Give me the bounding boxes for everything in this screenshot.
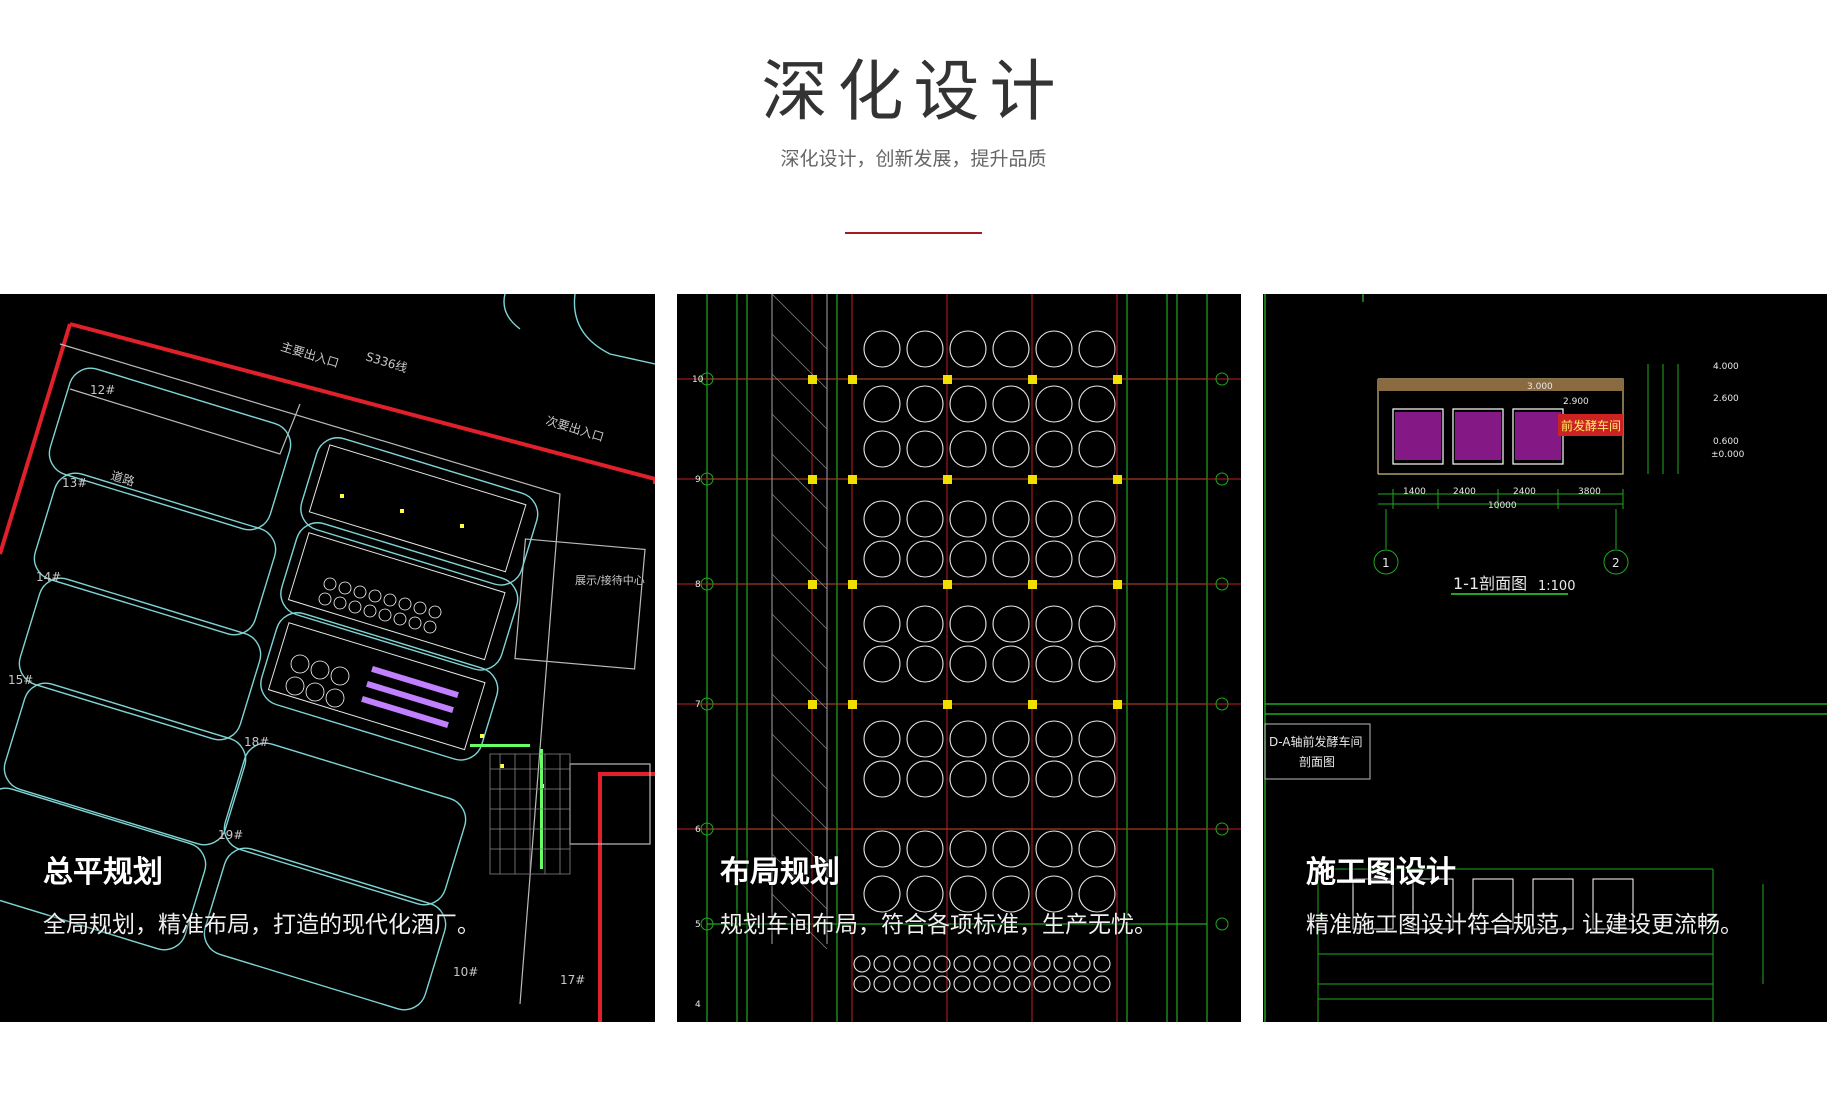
site-label-reception: 展示/接待中心 xyxy=(575,573,645,587)
construction-drawing: 前发酵车间 1-1剖面图 1:100 D-A轴前发酵车间 剖面图 1400 24… xyxy=(1264,294,1827,1022)
card-layout-plan-description: 规划车间布局，符合各项标准，生产无忧。 xyxy=(720,912,1157,938)
grid-axis-6: 6 xyxy=(695,825,701,835)
site-label-15: 15# xyxy=(8,673,33,687)
elev-2600: 2.600 xyxy=(1713,394,1739,404)
grid-axis-5: 5 xyxy=(695,920,701,930)
site-label-path: 道路 xyxy=(109,468,136,489)
workshop-label: 前发酵车间 xyxy=(1561,418,1621,433)
dim-1400: 1400 xyxy=(1403,487,1426,497)
dim-10000: 10000 xyxy=(1488,501,1517,511)
card-site-plan-title: 总平规划 xyxy=(43,855,163,890)
elev-2900: 2.900 xyxy=(1563,397,1589,407)
section-note-axis: D-A轴前发酵车间 xyxy=(1269,734,1363,749)
grid-axis-10: 10 xyxy=(692,375,704,385)
section-title: 深化设计 xyxy=(761,53,1066,130)
site-label-12: 12# xyxy=(90,383,115,397)
card-layout-plan-title: 布局规划 xyxy=(720,855,840,890)
site-plan-drawing: 主要出入口 S336线 次要出入口 12# 13# 14# 15# 18# 19… xyxy=(0,294,655,1022)
dim-3800: 3800 xyxy=(1578,487,1601,497)
site-label-17: 17# xyxy=(560,973,585,987)
dim-2400-b: 2400 xyxy=(1513,487,1536,497)
card-site-plan-description: 全局规划，精准布局，打造的现代化酒厂。 xyxy=(43,912,480,938)
site-label-secondary-entrance: 次要出入口 xyxy=(544,413,605,444)
grid-axis-7: 7 xyxy=(695,700,701,710)
section-scale: 1:100 xyxy=(1538,579,1575,594)
axis-2: 2 xyxy=(1612,556,1620,570)
section-note-label: 剖面图 xyxy=(1299,755,1335,769)
site-label-10: 10# xyxy=(453,965,478,979)
card-site-plan[interactable]: 主要出入口 S336线 次要出入口 12# 13# 14# 15# 18# 19… xyxy=(0,294,655,1022)
title-divider xyxy=(845,232,982,234)
site-label-18: 18# xyxy=(244,735,269,749)
card-construction-drawing[interactable]: 前发酵车间 1-1剖面图 1:100 D-A轴前发酵车间 剖面图 1400 24… xyxy=(1263,294,1827,1022)
site-label-14: 14# xyxy=(36,570,61,584)
card-layout-plan[interactable]: 10 9 8 7 6 5 4 xyxy=(677,294,1241,1022)
dim-2400-a: 2400 xyxy=(1453,487,1476,497)
elev-0600: 0.600 xyxy=(1713,437,1739,447)
elev-3000: 3.000 xyxy=(1527,382,1553,392)
axis-1: 1 xyxy=(1382,556,1390,570)
section-header: 深化设计 深化设计，创新发展，提升品质 xyxy=(0,0,1827,240)
site-label-main-entrance: 主要出入口 xyxy=(279,339,340,370)
elev-4000: 4.000 xyxy=(1713,362,1739,372)
grid-axis-4: 4 xyxy=(695,1000,701,1010)
card-construction-drawing-description: 精准施工图设计符合规范，让建设更流畅。 xyxy=(1306,912,1743,938)
grid-axis-9: 9 xyxy=(695,475,701,485)
section-subtitle: 深化设计，创新发展，提升品质 xyxy=(780,148,1047,170)
site-label-13: 13# xyxy=(62,476,87,490)
section-title-1-1: 1-1剖面图 xyxy=(1453,574,1527,593)
site-label-19: 19# xyxy=(218,828,243,842)
layout-plan-drawing: 10 9 8 7 6 5 4 xyxy=(677,294,1241,1022)
grid-axis-8: 8 xyxy=(695,580,701,590)
elev-0000: ±0.000 xyxy=(1711,450,1745,460)
site-label-road: S336线 xyxy=(364,349,409,375)
card-construction-drawing-title: 施工图设计 xyxy=(1306,855,1456,890)
